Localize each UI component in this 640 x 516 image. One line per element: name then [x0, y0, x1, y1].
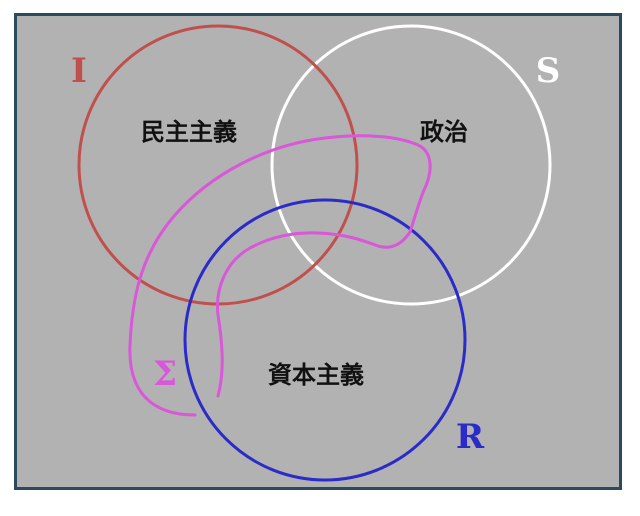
loop-sigma-inner [215, 230, 412, 398]
loop-sigma-outer [128, 134, 432, 417]
letter-i: I [71, 51, 87, 91]
label-politics: 政治 [420, 118, 468, 146]
letter-r: R [456, 417, 485, 457]
circle-r [183, 198, 467, 482]
label-capitalism: 資本主義 [268, 361, 364, 389]
label-democracy: 民主主義 [141, 118, 237, 146]
letter-s: S [536, 51, 561, 91]
circle-s [270, 24, 552, 306]
letter-sigma: Σ [153, 354, 177, 394]
circle-i [77, 24, 359, 306]
